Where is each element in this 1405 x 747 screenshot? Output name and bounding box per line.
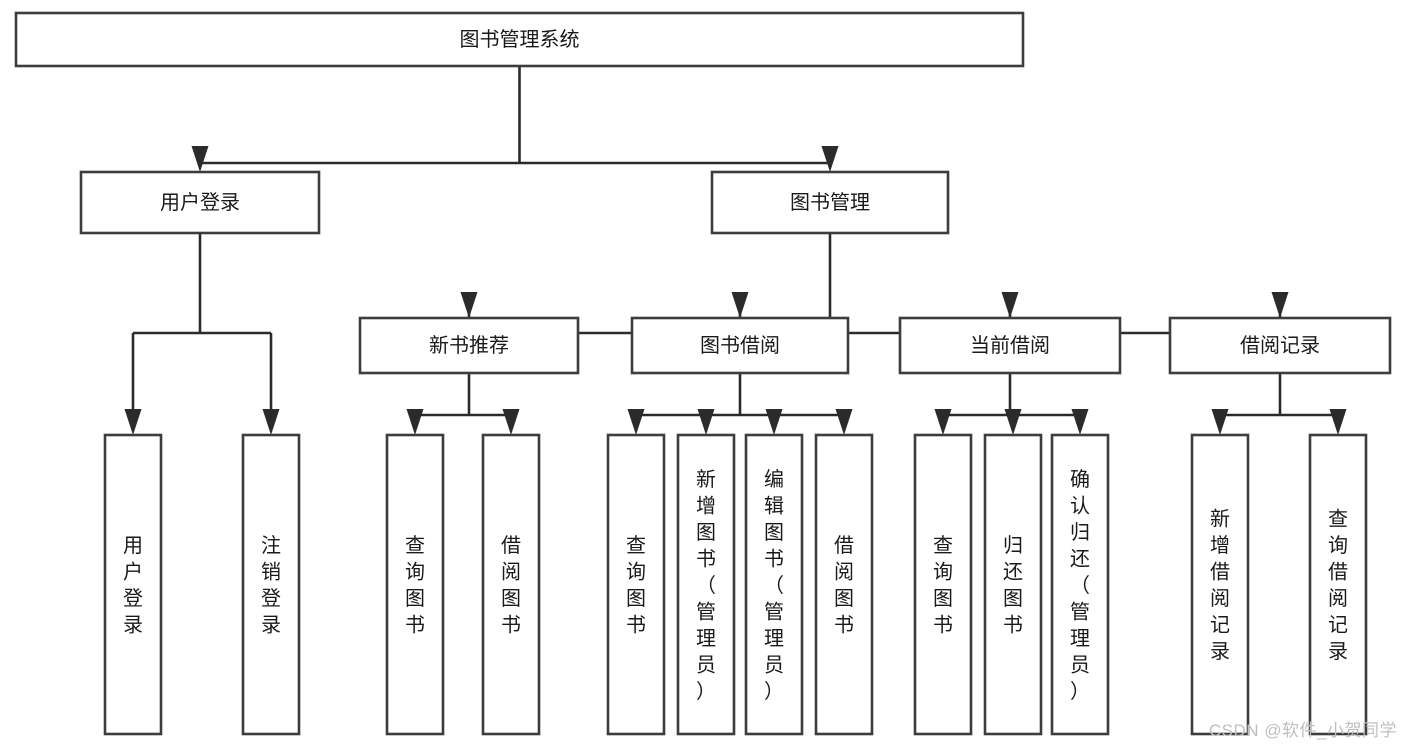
node-box[interactable]	[1050, 433, 1110, 736]
node-label: 编辑图书（管理员）	[764, 468, 784, 703]
node-label: 注销登录	[261, 534, 281, 637]
connector-group	[934, 373, 1089, 435]
connector-group	[460, 233, 1289, 335]
node-label: 借阅图书	[501, 534, 521, 637]
node-label: 图书管理系统	[460, 28, 580, 51]
node-label: 新增借阅记录	[1210, 508, 1230, 664]
arrow-head-icon	[1071, 409, 1089, 435]
node-l_query2[interactable]: 查询图书	[606, 433, 666, 736]
node-box[interactable]	[481, 433, 541, 736]
node-box[interactable]	[358, 316, 580, 375]
node-box[interactable]	[1308, 433, 1368, 736]
node-box[interactable]	[898, 316, 1122, 375]
arrow-head-icon	[1271, 292, 1289, 318]
node-label: 用户登录	[123, 535, 143, 637]
connector-group	[627, 373, 853, 435]
arrow-head-icon	[1001, 292, 1019, 318]
arrow-head-icon	[262, 409, 280, 435]
arrow-head-icon	[406, 409, 424, 435]
node-label: 用户登录	[160, 191, 240, 214]
node-box[interactable]	[913, 433, 973, 736]
node-label: 确认归还（管理员）	[1070, 468, 1090, 703]
node-label: 图书管理	[790, 191, 870, 214]
arrow-head-icon	[697, 409, 715, 435]
arrow-head-icon	[835, 409, 853, 435]
node-label: 借阅图书	[834, 534, 854, 637]
connector-group	[124, 233, 280, 435]
node-label: 借阅记录	[1240, 334, 1320, 357]
node-newbook[interactable]: 新书推荐	[358, 316, 580, 375]
node-box[interactable]	[983, 433, 1043, 736]
node-label: 归还图书	[1003, 534, 1023, 637]
node-l_query3[interactable]: 查询图书	[913, 433, 973, 736]
node-box[interactable]	[676, 433, 736, 736]
node-box[interactable]	[241, 433, 301, 736]
node-borrow[interactable]: 图书借阅	[630, 316, 850, 375]
arrow-head-icon	[502, 409, 520, 435]
node-label: 查询图书	[405, 534, 425, 637]
node-l_queryrecord[interactable]: 查询借阅记录	[1308, 433, 1368, 736]
node-l_logout[interactable]: 注销登录	[241, 433, 301, 736]
connector-group	[1211, 373, 1347, 435]
node-l_return[interactable]: 归还图书	[983, 433, 1043, 736]
node-box[interactable]	[103, 433, 163, 736]
arrow-head-icon	[1004, 409, 1022, 435]
node-box[interactable]	[1168, 316, 1392, 375]
node-l_editbook[interactable]: 编辑图书（管理员）	[744, 433, 804, 736]
node-label: 新增图书（管理员）	[696, 468, 716, 703]
node-box[interactable]	[606, 433, 666, 736]
node-box[interactable]	[79, 170, 321, 235]
arrow-head-icon	[460, 292, 478, 318]
watermark-text: CSDN @软件_小贺同学	[1208, 721, 1397, 740]
node-layer: 图书管理系统用户登录图书管理新书推荐图书借阅当前借阅借阅记录用户登录注销登录查询…	[14, 11, 1392, 736]
node-l_confirm[interactable]: 确认归还（管理员）	[1050, 433, 1110, 736]
arrow-head-icon	[191, 146, 209, 172]
arrow-head-icon	[765, 409, 783, 435]
arrow-head-icon	[627, 409, 645, 435]
node-label: 新书推荐	[429, 334, 509, 357]
node-box[interactable]	[710, 170, 950, 235]
node-l_borrow2[interactable]: 借阅图书	[814, 433, 874, 736]
arrow-head-icon	[1329, 409, 1347, 435]
connector-group	[406, 373, 520, 435]
node-label: 查询借阅记录	[1328, 508, 1348, 664]
node-l_borrow1[interactable]: 借阅图书	[481, 433, 541, 736]
node-bookmgmt[interactable]: 图书管理	[710, 170, 950, 235]
node-l_addbook[interactable]: 新增图书（管理员）	[676, 433, 736, 736]
node-label: 图书借阅	[700, 334, 780, 357]
node-label: 查询图书	[933, 534, 953, 637]
node-box[interactable]	[630, 316, 850, 375]
node-box[interactable]	[1190, 433, 1250, 736]
arrow-head-icon	[731, 292, 749, 318]
node-box[interactable]	[814, 433, 874, 736]
node-l_addrecord[interactable]: 新增借阅记录	[1190, 433, 1250, 736]
node-label: 当前借阅	[970, 334, 1050, 357]
node-l_query1[interactable]: 查询图书	[385, 433, 445, 736]
node-current[interactable]: 当前借阅	[898, 316, 1122, 375]
arrow-head-icon	[124, 409, 142, 435]
node-label: 查询图书	[626, 534, 646, 637]
node-login[interactable]: 用户登录	[79, 170, 321, 235]
node-record[interactable]: 借阅记录	[1168, 316, 1392, 375]
arrow-head-icon	[821, 146, 839, 172]
connector-layer	[124, 66, 1347, 435]
node-box[interactable]	[385, 433, 445, 736]
node-box[interactable]	[744, 433, 804, 736]
arrow-head-icon	[1211, 409, 1229, 435]
node-root[interactable]: 图书管理系统	[14, 11, 1025, 68]
connector-group	[191, 66, 839, 172]
arrow-head-icon	[934, 409, 952, 435]
node-l_userlogin[interactable]: 用户登录	[103, 433, 163, 736]
node-box[interactable]	[14, 11, 1025, 68]
